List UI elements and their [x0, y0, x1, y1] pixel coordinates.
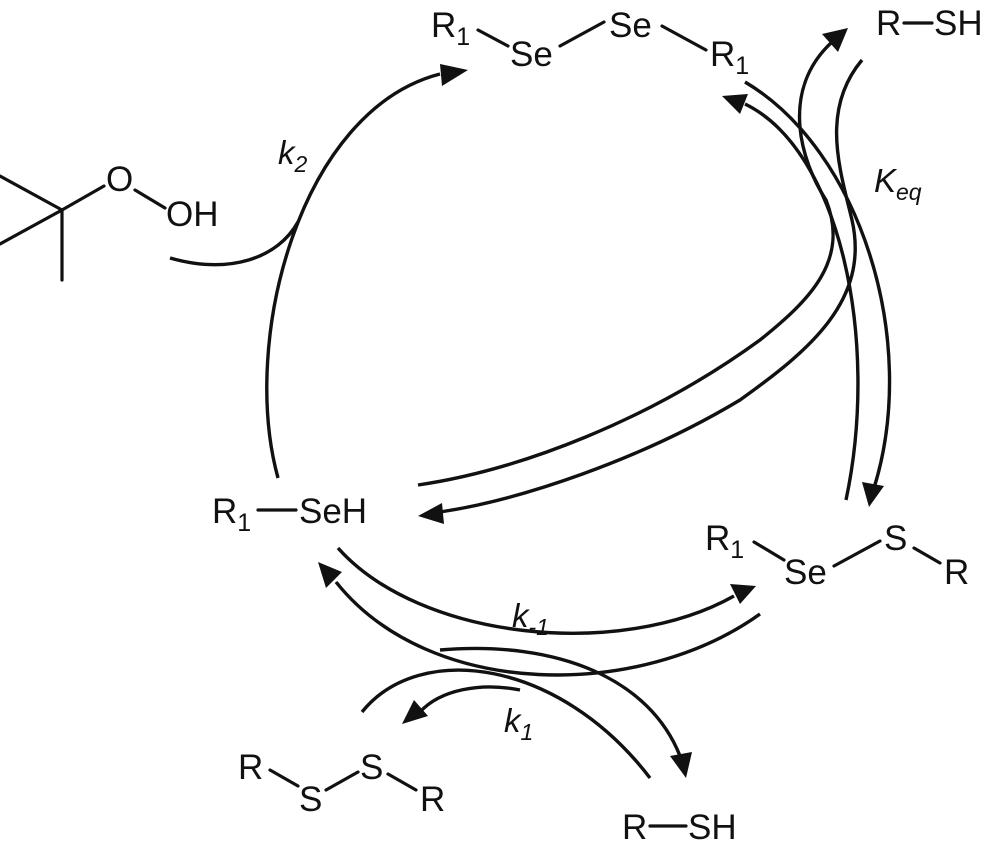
disulfide-r-left: R: [238, 748, 263, 787]
bond-s-r: [912, 546, 942, 565]
arc-thiol-top-in: [417, 40, 835, 487]
disulfide-s-right: S: [360, 748, 383, 787]
disulfide-s-left: S: [299, 780, 322, 819]
arrow-thiol-bottom: [439, 646, 692, 778]
arc-k-minus-1: [334, 580, 761, 677]
tbu-methyl-2: [0, 208, 64, 246]
arrow-keq-forward: [744, 80, 892, 507]
arc-thiol-bottom: [439, 646, 682, 757]
bond-se-r1: [660, 24, 708, 52]
arrowhead-keq-reverse: [722, 94, 748, 114]
rate-label-k2: k2: [278, 134, 308, 177]
diselenide-se-left: Se: [510, 35, 553, 74]
disulfide: R S S R: [238, 748, 445, 819]
thiol-top-r: R: [876, 4, 901, 43]
arc-selenol-release: [439, 58, 864, 514]
rate-label-k1: k1: [504, 702, 533, 745]
arc-keq-forward: [744, 80, 892, 489]
tbhp-hydroxyl: OH: [166, 195, 219, 234]
arrowhead-k-minus-1: [318, 562, 342, 588]
tert-butyl-hydroperoxide: O OH: [0, 160, 219, 282]
bond-s-r: [386, 772, 418, 792]
thiol-bottom: R SH: [622, 808, 737, 847]
arc-disulfide-out: [418, 685, 521, 714]
arc-k1: [336, 546, 735, 635]
bond-o-o: [133, 188, 167, 210]
tbu-methyl-1: [0, 174, 64, 212]
thiol-bottom-r: R: [622, 808, 647, 847]
bond-se-se: [558, 20, 606, 48]
selenol-seh: SeH: [299, 492, 367, 531]
arrow-disulfide-release: [360, 668, 652, 780]
arrow-thiol-top-in: [417, 28, 848, 487]
arc-disulfide: [360, 668, 652, 780]
selenenyl-sulfide-se: Se: [784, 553, 827, 592]
bond-se-s: [832, 539, 882, 568]
diselenide: R1 Se Se R1: [431, 6, 749, 80]
bond-r-s: [268, 768, 300, 788]
tbhp-oxygen: O: [106, 160, 133, 199]
arrow-selenol-release: [418, 58, 864, 524]
arrow-keq-reverse: [722, 94, 860, 501]
disulfide-r-right: R: [420, 780, 445, 819]
selenol-r1: R1: [212, 492, 251, 537]
bond-r1-se: [752, 540, 786, 562]
rate-label-keq: Keq: [874, 162, 922, 205]
arrow-k1: [336, 546, 756, 635]
arc-keq-reverse: [744, 102, 860, 501]
arrowhead-keq-forward: [862, 482, 884, 507]
arrowhead-thiol-top: [822, 28, 848, 52]
thiol-bottom-sh: SH: [688, 808, 737, 847]
bond-c-o: [60, 184, 106, 212]
thiol-top-sh: SH: [934, 4, 983, 43]
selenenyl-sulfide-r1: R1: [705, 519, 744, 564]
arrow-k2-oxidation: [265, 64, 468, 479]
arrowhead-k2: [440, 64, 468, 86]
selenenyl-sulfide-r: R: [944, 553, 969, 592]
tbhp-entry-arc: [169, 221, 300, 267]
arrowhead-k1: [730, 584, 756, 604]
selenenyl-sulfide: R1 Se S R: [705, 519, 969, 592]
rate-label-k-minus-1: k-1: [512, 597, 549, 640]
bond-s-s: [324, 770, 360, 792]
arrowhead-disulfide: [402, 700, 428, 724]
arrow-k-minus-1: [318, 562, 761, 677]
arrowhead-thiol-bottom: [670, 752, 692, 778]
arrowhead-selenol: [418, 503, 444, 524]
selenenyl-sulfide-s: S: [884, 519, 907, 558]
bond-r1-se: [476, 28, 510, 48]
thiol-top: R SH: [876, 4, 983, 43]
diselenide-se-right: Se: [609, 6, 652, 45]
diselenide-r1-left: R1: [431, 6, 470, 51]
diselenide-r1-right: R1: [710, 35, 749, 80]
selenol: R1 SeH: [212, 492, 367, 537]
arc-k2: [265, 72, 441, 479]
